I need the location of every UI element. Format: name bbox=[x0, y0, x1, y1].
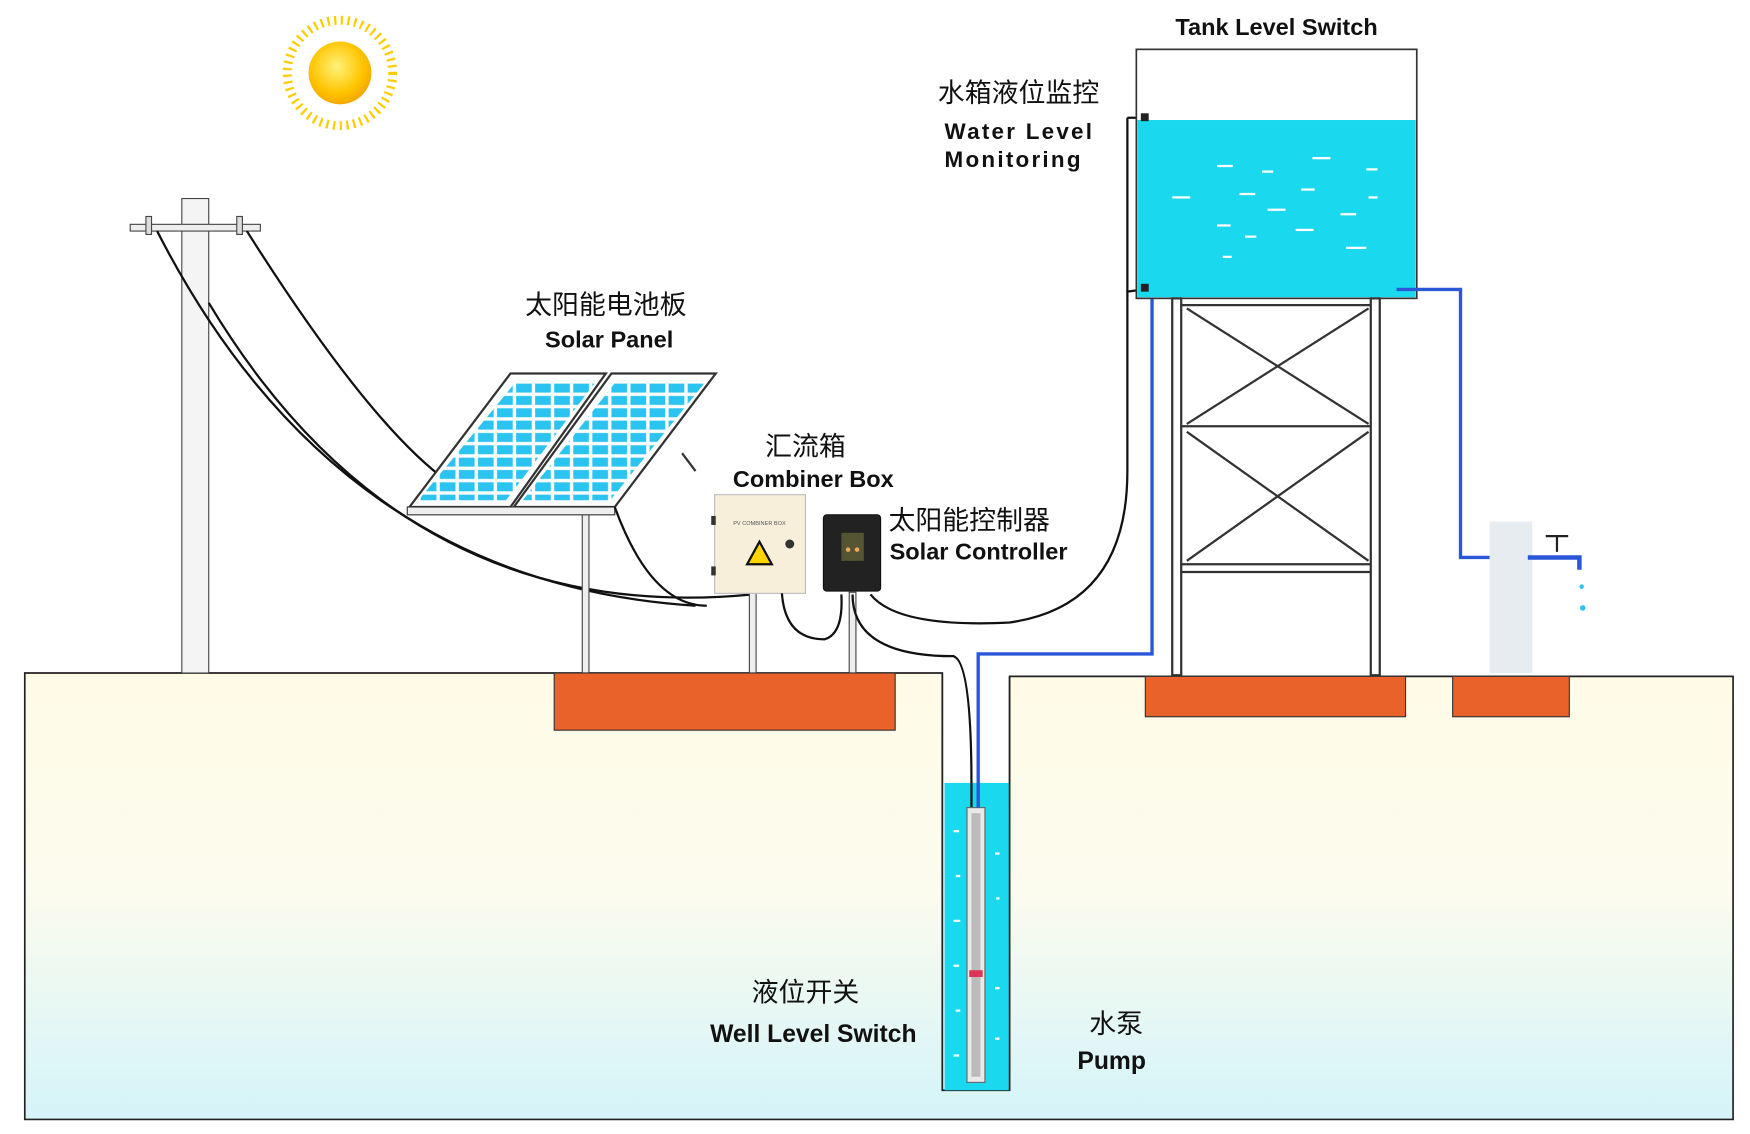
well-level-switch-en: Well Level Switch bbox=[710, 1021, 916, 1048]
combiner-box-cn: 汇流箱 bbox=[765, 431, 846, 462]
solar-controller bbox=[822, 116, 1145, 965]
sun-icon bbox=[282, 15, 398, 131]
solar-panel-en: Solar Panel bbox=[545, 327, 673, 353]
combiner-box: PV COMBINER BOX bbox=[711, 494, 843, 641]
utility-pole bbox=[129, 197, 752, 674]
pump-cn: 水泵 bbox=[1089, 1009, 1143, 1040]
faucet bbox=[1489, 521, 1586, 673]
pump-en: Pump bbox=[1077, 1048, 1146, 1075]
well-level-switch-cn: 液位开关 bbox=[752, 978, 860, 1009]
tank-tower bbox=[1171, 297, 1381, 677]
water-level-monitoring-en1: Water Level bbox=[945, 119, 1095, 144]
tank-level-switch-label: Tank Level Switch bbox=[1175, 14, 1377, 40]
water-level-monitoring-cn: 水箱液位监控 bbox=[938, 78, 1099, 109]
foundations bbox=[553, 672, 1570, 731]
ground bbox=[23, 672, 1734, 1121]
solar-controller-cn: 太阳能控制器 bbox=[888, 505, 1050, 536]
water-level-monitoring-en2: Monitoring bbox=[945, 147, 1083, 172]
combiner-plate-text: PV COMBINER BOX bbox=[733, 521, 786, 527]
water-tank bbox=[1135, 48, 1490, 560]
solar-panel-cn: 太阳能电池板 bbox=[525, 290, 686, 321]
warning-icon bbox=[745, 539, 774, 566]
solar-controller-en: Solar Controller bbox=[890, 539, 1068, 565]
combiner-box-en: Combiner Box bbox=[733, 466, 894, 492]
